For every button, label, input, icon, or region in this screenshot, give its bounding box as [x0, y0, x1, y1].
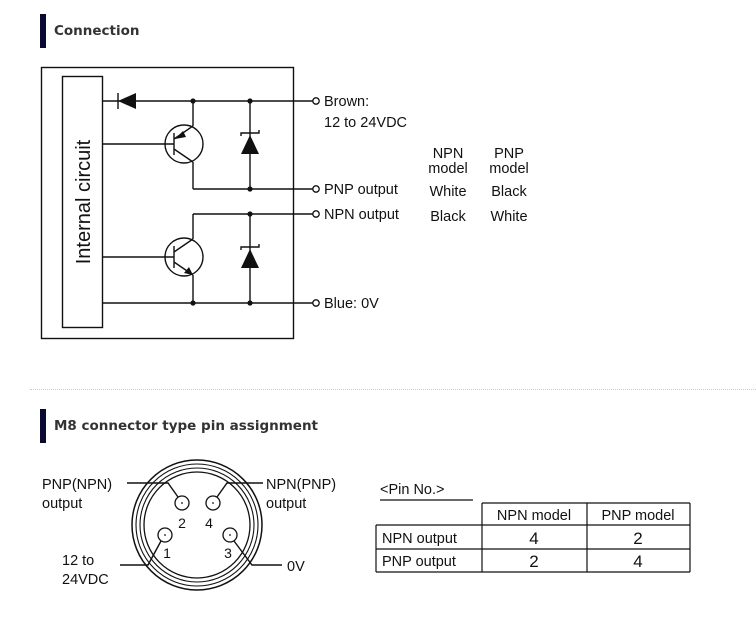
label-bottom-left-line1: 12 to — [62, 553, 94, 569]
label-top-right-line1: NPN(PNP) — [266, 477, 336, 493]
m8-heading: M8 connector type pin assignment — [40, 409, 318, 443]
pin-table-row-npn-output-npn-value: 4 — [529, 529, 538, 548]
pnp-output-label: PNP output — [324, 182, 398, 198]
label-bottom-left-line2: 24VDC — [62, 572, 109, 588]
leader-pin-3 — [233, 540, 282, 566]
internal-circuit-label: Internal circuit — [73, 139, 95, 264]
wire-table-header-pnp-line1: PNP — [494, 146, 524, 162]
pin-table-grid — [375, 502, 691, 573]
pin-table-row-pnp-output-label: PNP output — [382, 554, 456, 570]
pin-table-header-npn-model: NPN model — [497, 508, 571, 524]
pin-table-row-pnp-output-pnp-value: 4 — [633, 552, 642, 571]
section-divider — [30, 389, 756, 390]
pin-table-caption: <Pin No.> — [380, 482, 445, 498]
heading-accent-bar — [40, 409, 46, 443]
wire-color-npn-output-npn-model: Black — [430, 209, 466, 225]
npn-output-label: NPN output — [324, 207, 399, 223]
pin-table-row-pnp-output-npn-value: 2 — [529, 552, 538, 571]
leader-pin-1 — [120, 540, 162, 566]
brown-voltage-label: 12 to 24VDC — [324, 115, 407, 131]
wire-table-header-pnp-line2: model — [489, 161, 529, 177]
pin-2-icon — [174, 495, 190, 511]
pin-table-row-npn-output-label: NPN output — [382, 531, 457, 547]
npn-output-terminal-icon — [312, 210, 320, 218]
m8-connector-diagram — [120, 459, 282, 591]
label-bottom-right: 0V — [287, 559, 305, 575]
pin-1-number: 1 — [163, 545, 171, 561]
zener-diode-lower-icon — [241, 249, 259, 268]
m8-title: M8 connector type pin assignment — [54, 418, 319, 434]
connection-heading: Connection — [40, 14, 140, 48]
label-top-left-line1: PNP(NPN) — [42, 477, 112, 493]
brown-terminal-icon — [312, 97, 320, 105]
wire-table-header-npn-line1: NPN — [433, 146, 464, 162]
internal-circuit-box — [61, 75, 104, 329]
blue-label: Blue: 0V — [324, 296, 379, 312]
sensor-housing-box — [40, 66, 295, 340]
pin-table-header-pnp-model: PNP model — [601, 508, 674, 524]
pin-3-icon — [222, 527, 238, 543]
label-top-left-line2: output — [42, 496, 82, 512]
connection-title: Connection — [54, 23, 140, 39]
zener-diode-upper-icon — [241, 135, 259, 154]
wire-color-pnp-output-pnp-model: Black — [491, 184, 527, 200]
wire-color-npn-output-pnp-model: White — [490, 209, 527, 225]
pin-1-icon — [157, 527, 173, 543]
pin-2-number: 2 — [178, 515, 186, 531]
junction-dots — [190, 98, 253, 306]
pin-4-icon — [205, 495, 221, 511]
wire-table-header-npn-line2: model — [428, 161, 468, 177]
pin-4-number: 4 — [205, 515, 213, 531]
label-top-right-line2: output — [266, 496, 306, 512]
brown-label: Brown: — [324, 94, 369, 110]
leader-pin-4 — [216, 482, 263, 498]
leader-pin-2 — [127, 482, 179, 498]
heading-accent-bar — [40, 14, 46, 48]
blue-terminal-icon — [312, 299, 320, 307]
pin-3-number: 3 — [224, 545, 232, 561]
wire-color-pnp-output-npn-model: White — [429, 184, 466, 200]
pin-table-row-npn-output-pnp-value: 2 — [633, 529, 642, 548]
pnp-output-terminal-icon — [312, 185, 320, 193]
reverse-protection-diode-icon — [118, 93, 136, 109]
